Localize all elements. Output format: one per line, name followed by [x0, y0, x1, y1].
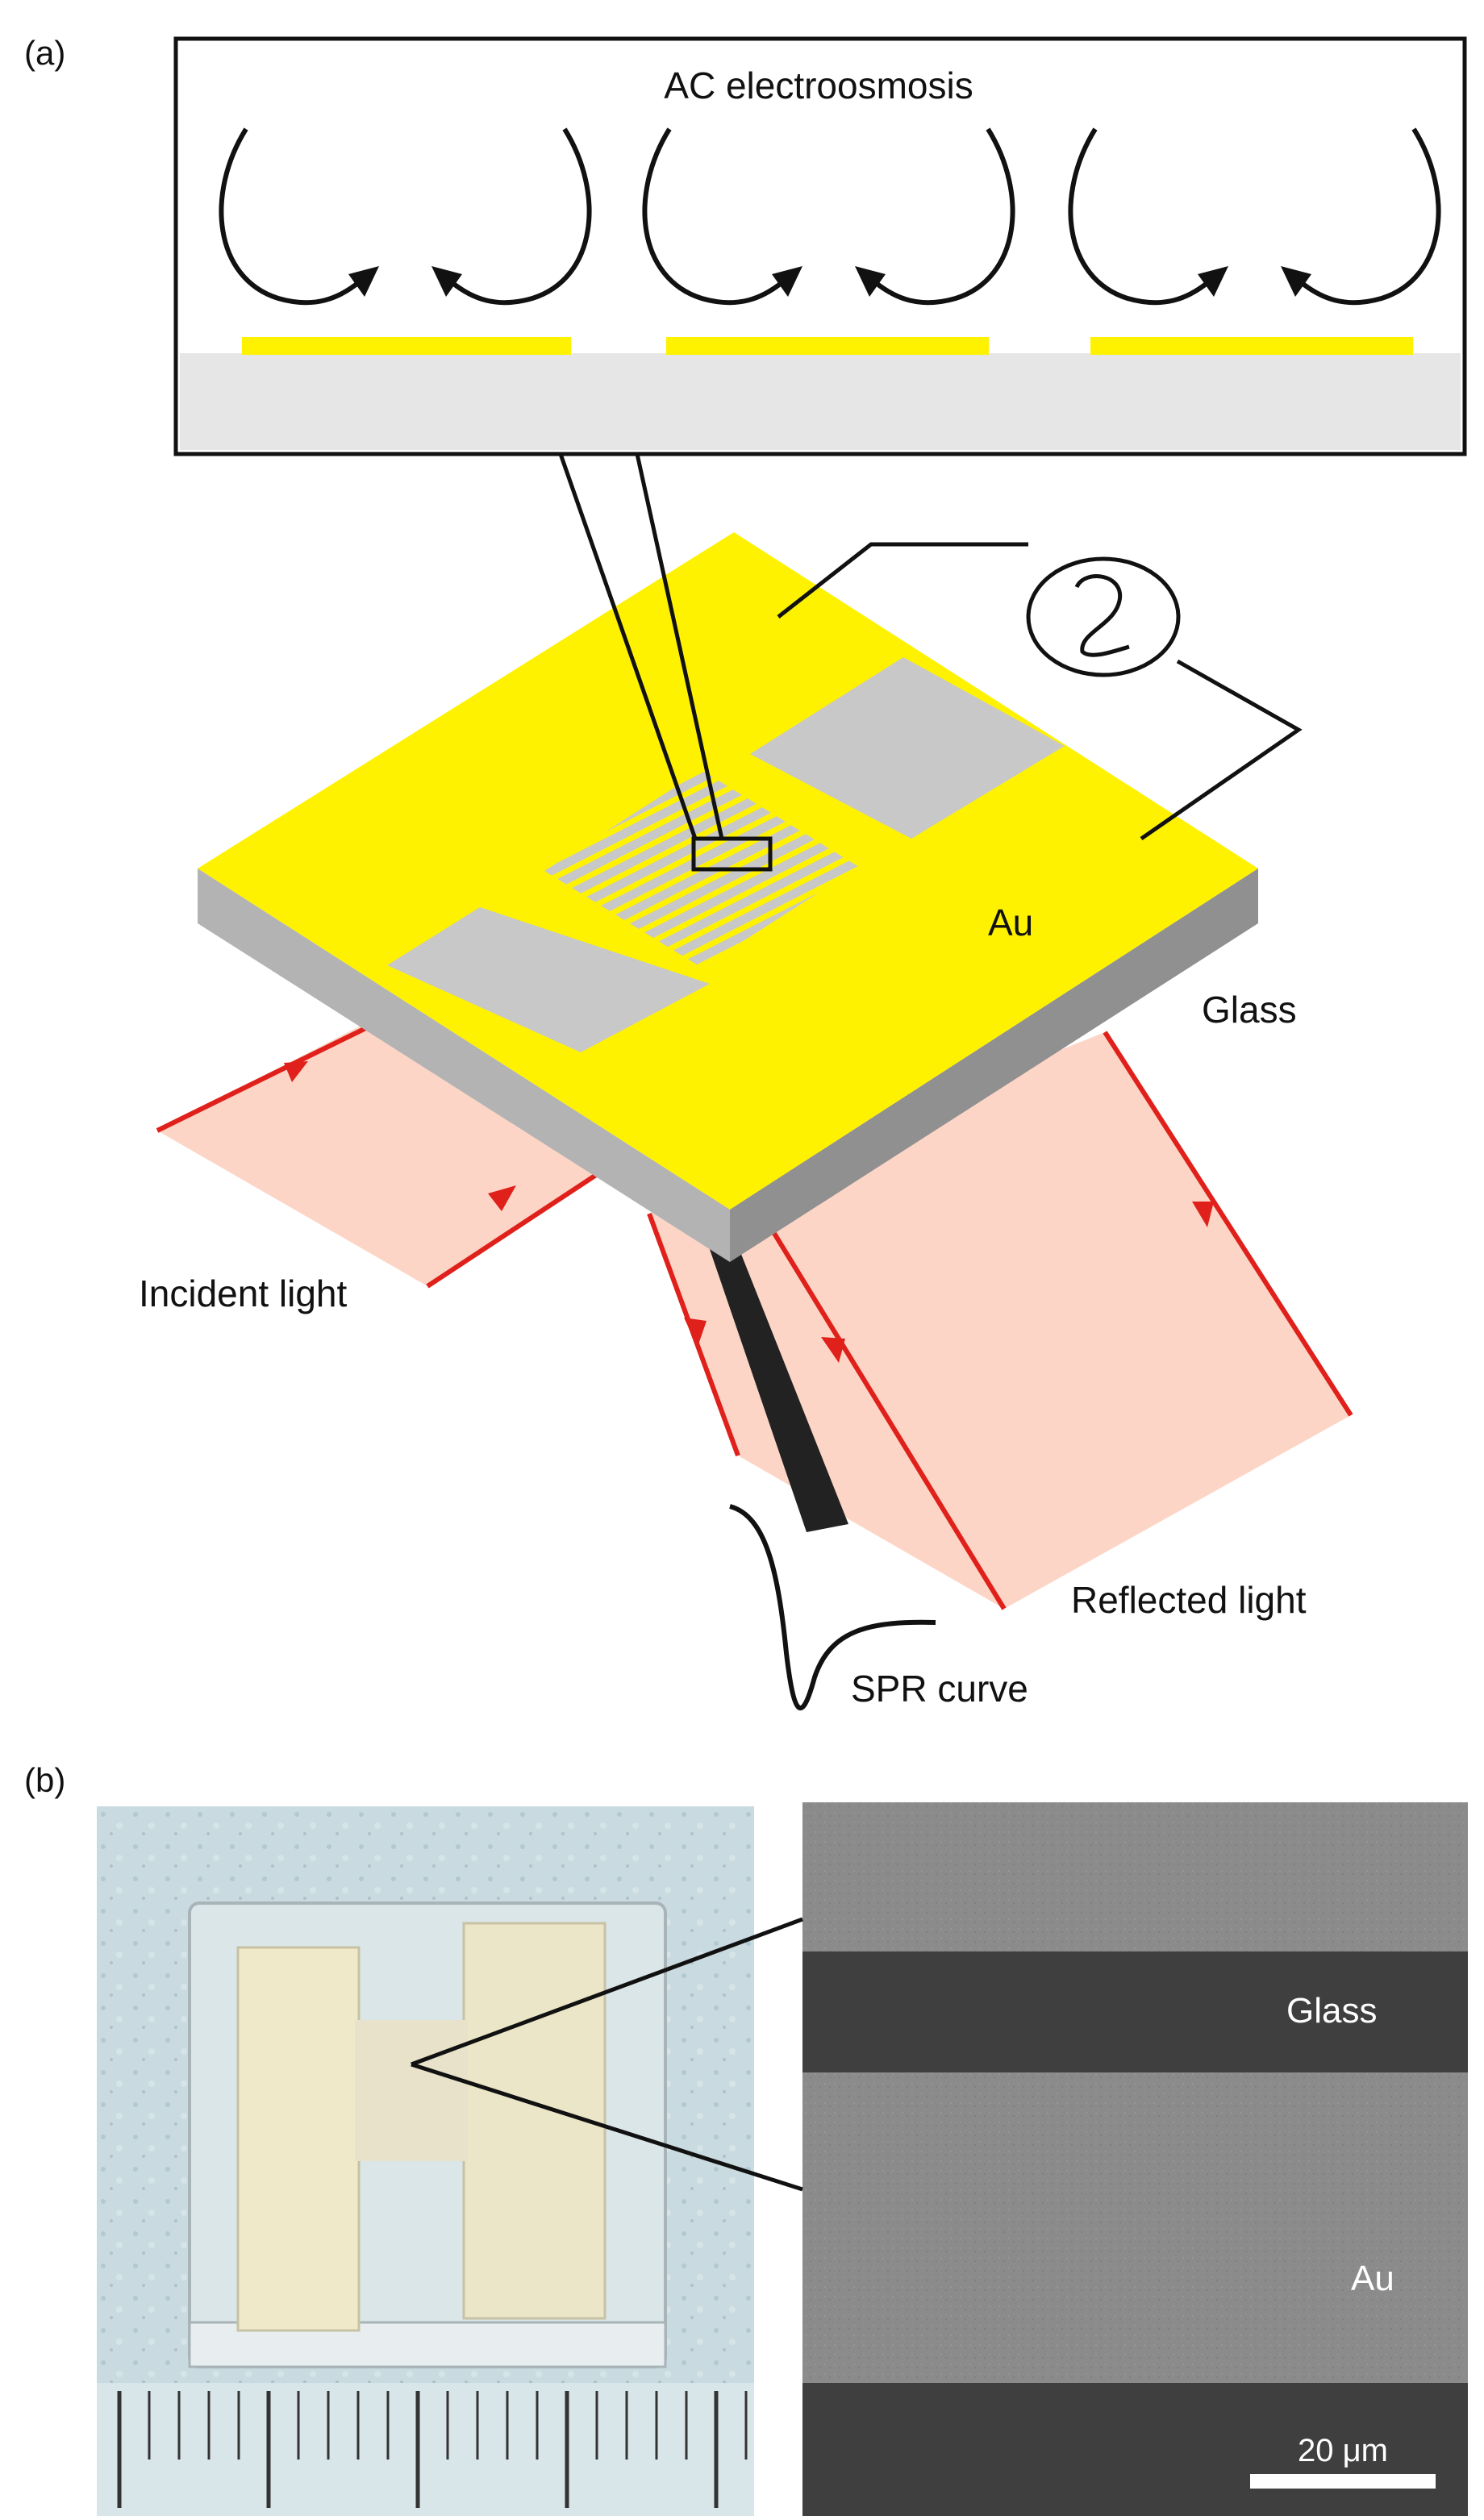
chip-left-side	[198, 868, 730, 1262]
inset-electrode-1	[242, 337, 571, 355]
photo-au-bridge	[355, 2020, 468, 2161]
ray-arrow-icon	[684, 1318, 707, 1347]
spr-curve-icon	[729, 1504, 936, 1711]
inset-electrode-2	[666, 337, 989, 355]
electroosmosis-inset: AC electroosmosis	[173, 36, 1467, 456]
arrowhead-icon	[855, 266, 886, 297]
scale-bar	[1250, 2474, 1436, 2489]
ray-arrow-icon	[1192, 1202, 1214, 1227]
sem-au-label: Au	[1351, 2259, 1394, 2298]
arrowhead-icon	[772, 266, 802, 297]
ruler	[97, 2383, 754, 2516]
scale-bar-label: 20 μm	[1298, 2433, 1388, 2468]
flow-arrow-icon	[642, 127, 784, 306]
wire	[1140, 659, 1303, 841]
ray-arrow-icon	[821, 1337, 845, 1363]
ray-arrow-icon	[284, 1061, 308, 1082]
zoom-marker	[691, 836, 773, 872]
inset-title: AC electroosmosis	[664, 65, 973, 106]
flow-arrow-icon	[873, 127, 1015, 306]
ac-wave-icon	[1074, 574, 1130, 657]
glass-gap-left	[387, 907, 710, 1052]
photo-au-left-pad	[236, 1946, 361, 2332]
spr-dark-band	[702, 1226, 848, 1532]
chip-right-side	[730, 868, 1258, 1262]
flow-arrow-icon	[219, 127, 361, 306]
sensor-chip	[198, 532, 1258, 1262]
sem-image: Glass Au 20 μm	[802, 1802, 1468, 2516]
arrowhead-icon	[1198, 266, 1228, 297]
inset-glass-substrate	[180, 353, 1461, 450]
reflected-light-label: Reflected light	[1071, 1579, 1307, 1621]
sem-glass-label: Glass	[1286, 1991, 1377, 2031]
arrowhead-icon	[1281, 266, 1311, 297]
inset-electrode-3	[1090, 337, 1413, 355]
au-label: Au	[988, 902, 1033, 943]
wire	[777, 542, 1028, 619]
ruler-ticks	[117, 2391, 748, 2508]
chip-photo	[97, 1806, 754, 2516]
flow-arrow-icon	[450, 127, 592, 306]
panel-a-label: (a)	[24, 34, 65, 72]
zoom-line	[558, 453, 698, 839]
ac-source	[777, 542, 1303, 841]
glass-label: Glass	[1202, 989, 1297, 1031]
sem-glass-stripe-top	[802, 1951, 1468, 2072]
spr-curve-label: SPR curve	[851, 1668, 1028, 1710]
panel-b-label: (b)	[24, 1761, 65, 1799]
zoom-line	[635, 453, 724, 839]
ray-arrow-icon	[488, 1185, 516, 1211]
zoom-line	[411, 2062, 803, 2192]
sem-glass-stripe-bottom	[802, 2383, 1468, 2516]
arrowhead-icon	[431, 266, 462, 297]
zoom-line	[411, 1917, 803, 2067]
glass-gap-right	[750, 657, 1065, 839]
incident-light-label: Incident light	[139, 1272, 347, 1314]
flow-arrow-icon	[1299, 127, 1441, 306]
arrowhead-icon	[348, 266, 379, 297]
flow-arrow-icon	[1068, 127, 1210, 306]
